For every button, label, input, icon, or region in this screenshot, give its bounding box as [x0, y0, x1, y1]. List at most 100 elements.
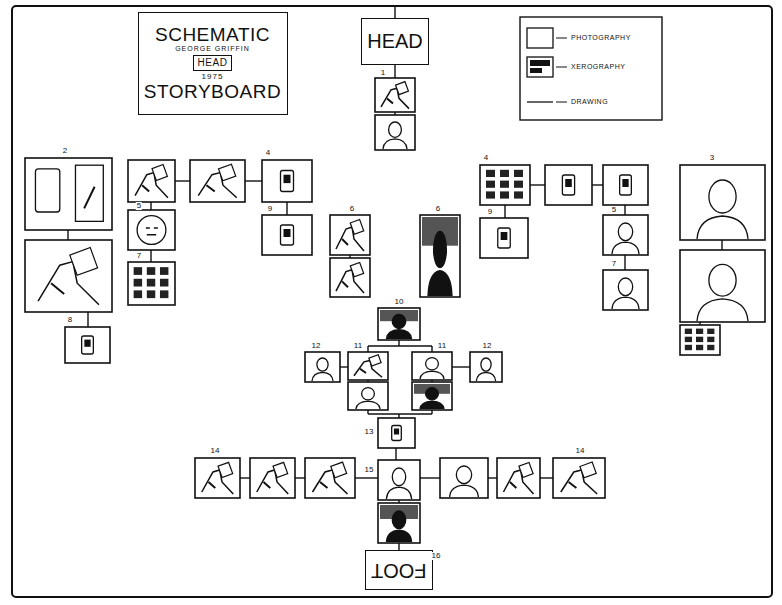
page-border [12, 6, 772, 597]
shoulder-figure [420, 371, 444, 379]
contact-grid [696, 329, 703, 334]
contact-grid [486, 191, 495, 198]
link-line [431, 346, 432, 352]
photo-card [284, 229, 291, 237]
box-text: STORYBOARD [144, 82, 281, 103]
callout-number: 15 [364, 466, 375, 474]
storyboard-frame [330, 215, 370, 255]
head-figure [389, 122, 402, 137]
callout-number: 9 [267, 205, 273, 213]
legend-swatch [527, 28, 553, 48]
shoulder-figure [386, 530, 411, 542]
storyboard-frame [412, 382, 452, 410]
storyboard-frame [262, 160, 312, 202]
link-line [394, 112, 395, 115]
photo-card [396, 82, 409, 95]
callout-number: 11 [437, 342, 447, 350]
link-line [420, 477, 440, 478]
contact-grid [685, 329, 692, 334]
link-line [624, 205, 625, 215]
link-line [394, 6, 395, 18]
link-line [398, 543, 399, 550]
link-line [398, 340, 399, 346]
photo-card [519, 462, 533, 477]
head-figure [709, 180, 736, 213]
link-line [540, 477, 553, 478]
photo-card [273, 462, 288, 477]
head-figure [392, 314, 405, 328]
contact-grid [707, 329, 714, 334]
shoulder-figure [386, 330, 411, 339]
storyboard-frame [553, 458, 605, 498]
storyboard-frame [680, 250, 765, 322]
contact-grid [134, 290, 142, 298]
storyboard-frame [25, 158, 112, 230]
shoulder-figure [386, 487, 411, 499]
photo-card [218, 164, 235, 181]
link-line [87, 312, 88, 327]
hand-sketch [387, 98, 393, 103]
callout-number: 14 [575, 447, 586, 455]
photo-card [622, 179, 628, 187]
link-line [349, 255, 350, 258]
head-figure [618, 278, 632, 296]
hand-sketch [320, 482, 328, 488]
contact-grid [486, 170, 495, 177]
link-line [395, 448, 396, 460]
storyboard-frame [545, 165, 592, 205]
link-line [368, 345, 432, 346]
shoulder-figure [312, 372, 333, 381]
shoulder-figure [476, 372, 495, 381]
legend-dash [556, 38, 567, 39]
link-line [394, 65, 395, 78]
callout-number: 7 [611, 260, 617, 268]
shoulder-figure [428, 271, 452, 296]
callout-number: 1 [380, 69, 386, 77]
contact-grid [514, 170, 523, 177]
head-figure [434, 231, 447, 267]
hand-sketch [510, 482, 516, 488]
hand-sketch [342, 239, 348, 245]
photo-card [281, 225, 294, 245]
storyboard-frame [348, 382, 388, 410]
storyboard-frame [330, 258, 370, 297]
photo-card [350, 262, 363, 276]
box-text: HEAD [198, 58, 228, 69]
storyboard-frame [65, 327, 110, 363]
head-figure [456, 466, 471, 484]
contact-grid [696, 345, 703, 350]
link-line [530, 184, 545, 185]
storyboard-frame [262, 215, 312, 255]
contact-grid [707, 345, 714, 350]
legend-dash [556, 102, 567, 103]
storyboard-box: FOOT [365, 550, 433, 590]
photo-card [392, 426, 402, 441]
contact-grid [160, 279, 168, 287]
photo-card [331, 462, 347, 478]
contact-grid [160, 267, 168, 275]
storyboard-frame [378, 308, 420, 340]
contact-grid [147, 267, 155, 275]
link-line [150, 250, 151, 262]
photo-card [498, 228, 510, 248]
legend-text: DRAWING [571, 98, 608, 105]
callout-number: 4 [483, 154, 489, 162]
photo-card [35, 169, 59, 212]
box-text: FOOT [371, 559, 427, 581]
callout-number: 12 [482, 342, 493, 350]
link-line [431, 380, 432, 382]
link-line [175, 180, 190, 181]
link-line [295, 477, 305, 478]
head-figure [362, 388, 375, 400]
link-line [504, 205, 505, 218]
storyboard-frame [440, 458, 488, 498]
contact-grid [685, 337, 692, 342]
hand-sketch [142, 185, 149, 191]
callout-number: 5 [136, 202, 142, 210]
face-figure [146, 228, 158, 235]
photo-card [70, 248, 98, 276]
contact-grid [500, 170, 509, 177]
callout-number: 8 [67, 316, 73, 324]
shoulder-figure [612, 297, 639, 309]
